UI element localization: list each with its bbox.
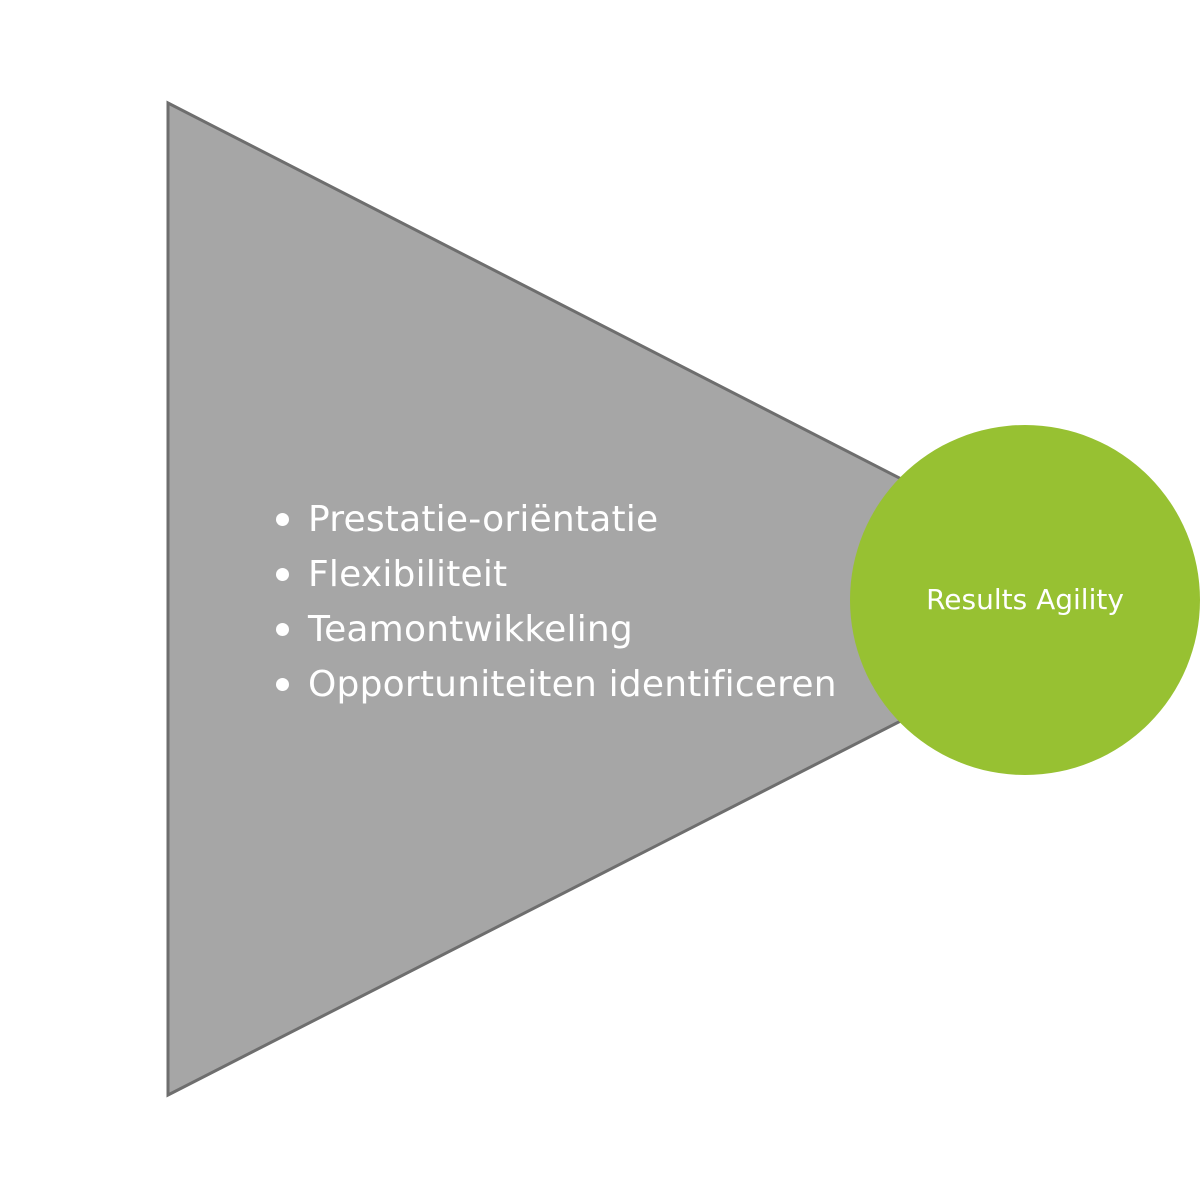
funnel-item-label: Teamontwikkeling [308,609,633,650]
funnel-item-label: Opportuniteiten identificeren [308,664,837,705]
bullet-dot-icon [276,513,289,526]
bullet-dot-icon [276,678,289,691]
funnel-item-label: Prestatie-oriëntatie [308,499,659,540]
funnel-item-label: Flexibiliteit [308,554,508,595]
funnel-item: Opportuniteiten identificeren [272,657,837,712]
funnel-item: Flexibiliteit [272,547,837,602]
bullet-dot-icon [276,623,289,636]
funnel-item-list: Prestatie-oriëntatie Flexibiliteit Teamo… [272,492,837,712]
funnel-item: Teamontwikkeling [272,602,837,657]
result-circle [850,425,1200,775]
result-label: Results Agility [926,583,1124,616]
funnel-item: Prestatie-oriëntatie [272,492,837,547]
bullet-dot-icon [276,568,289,581]
